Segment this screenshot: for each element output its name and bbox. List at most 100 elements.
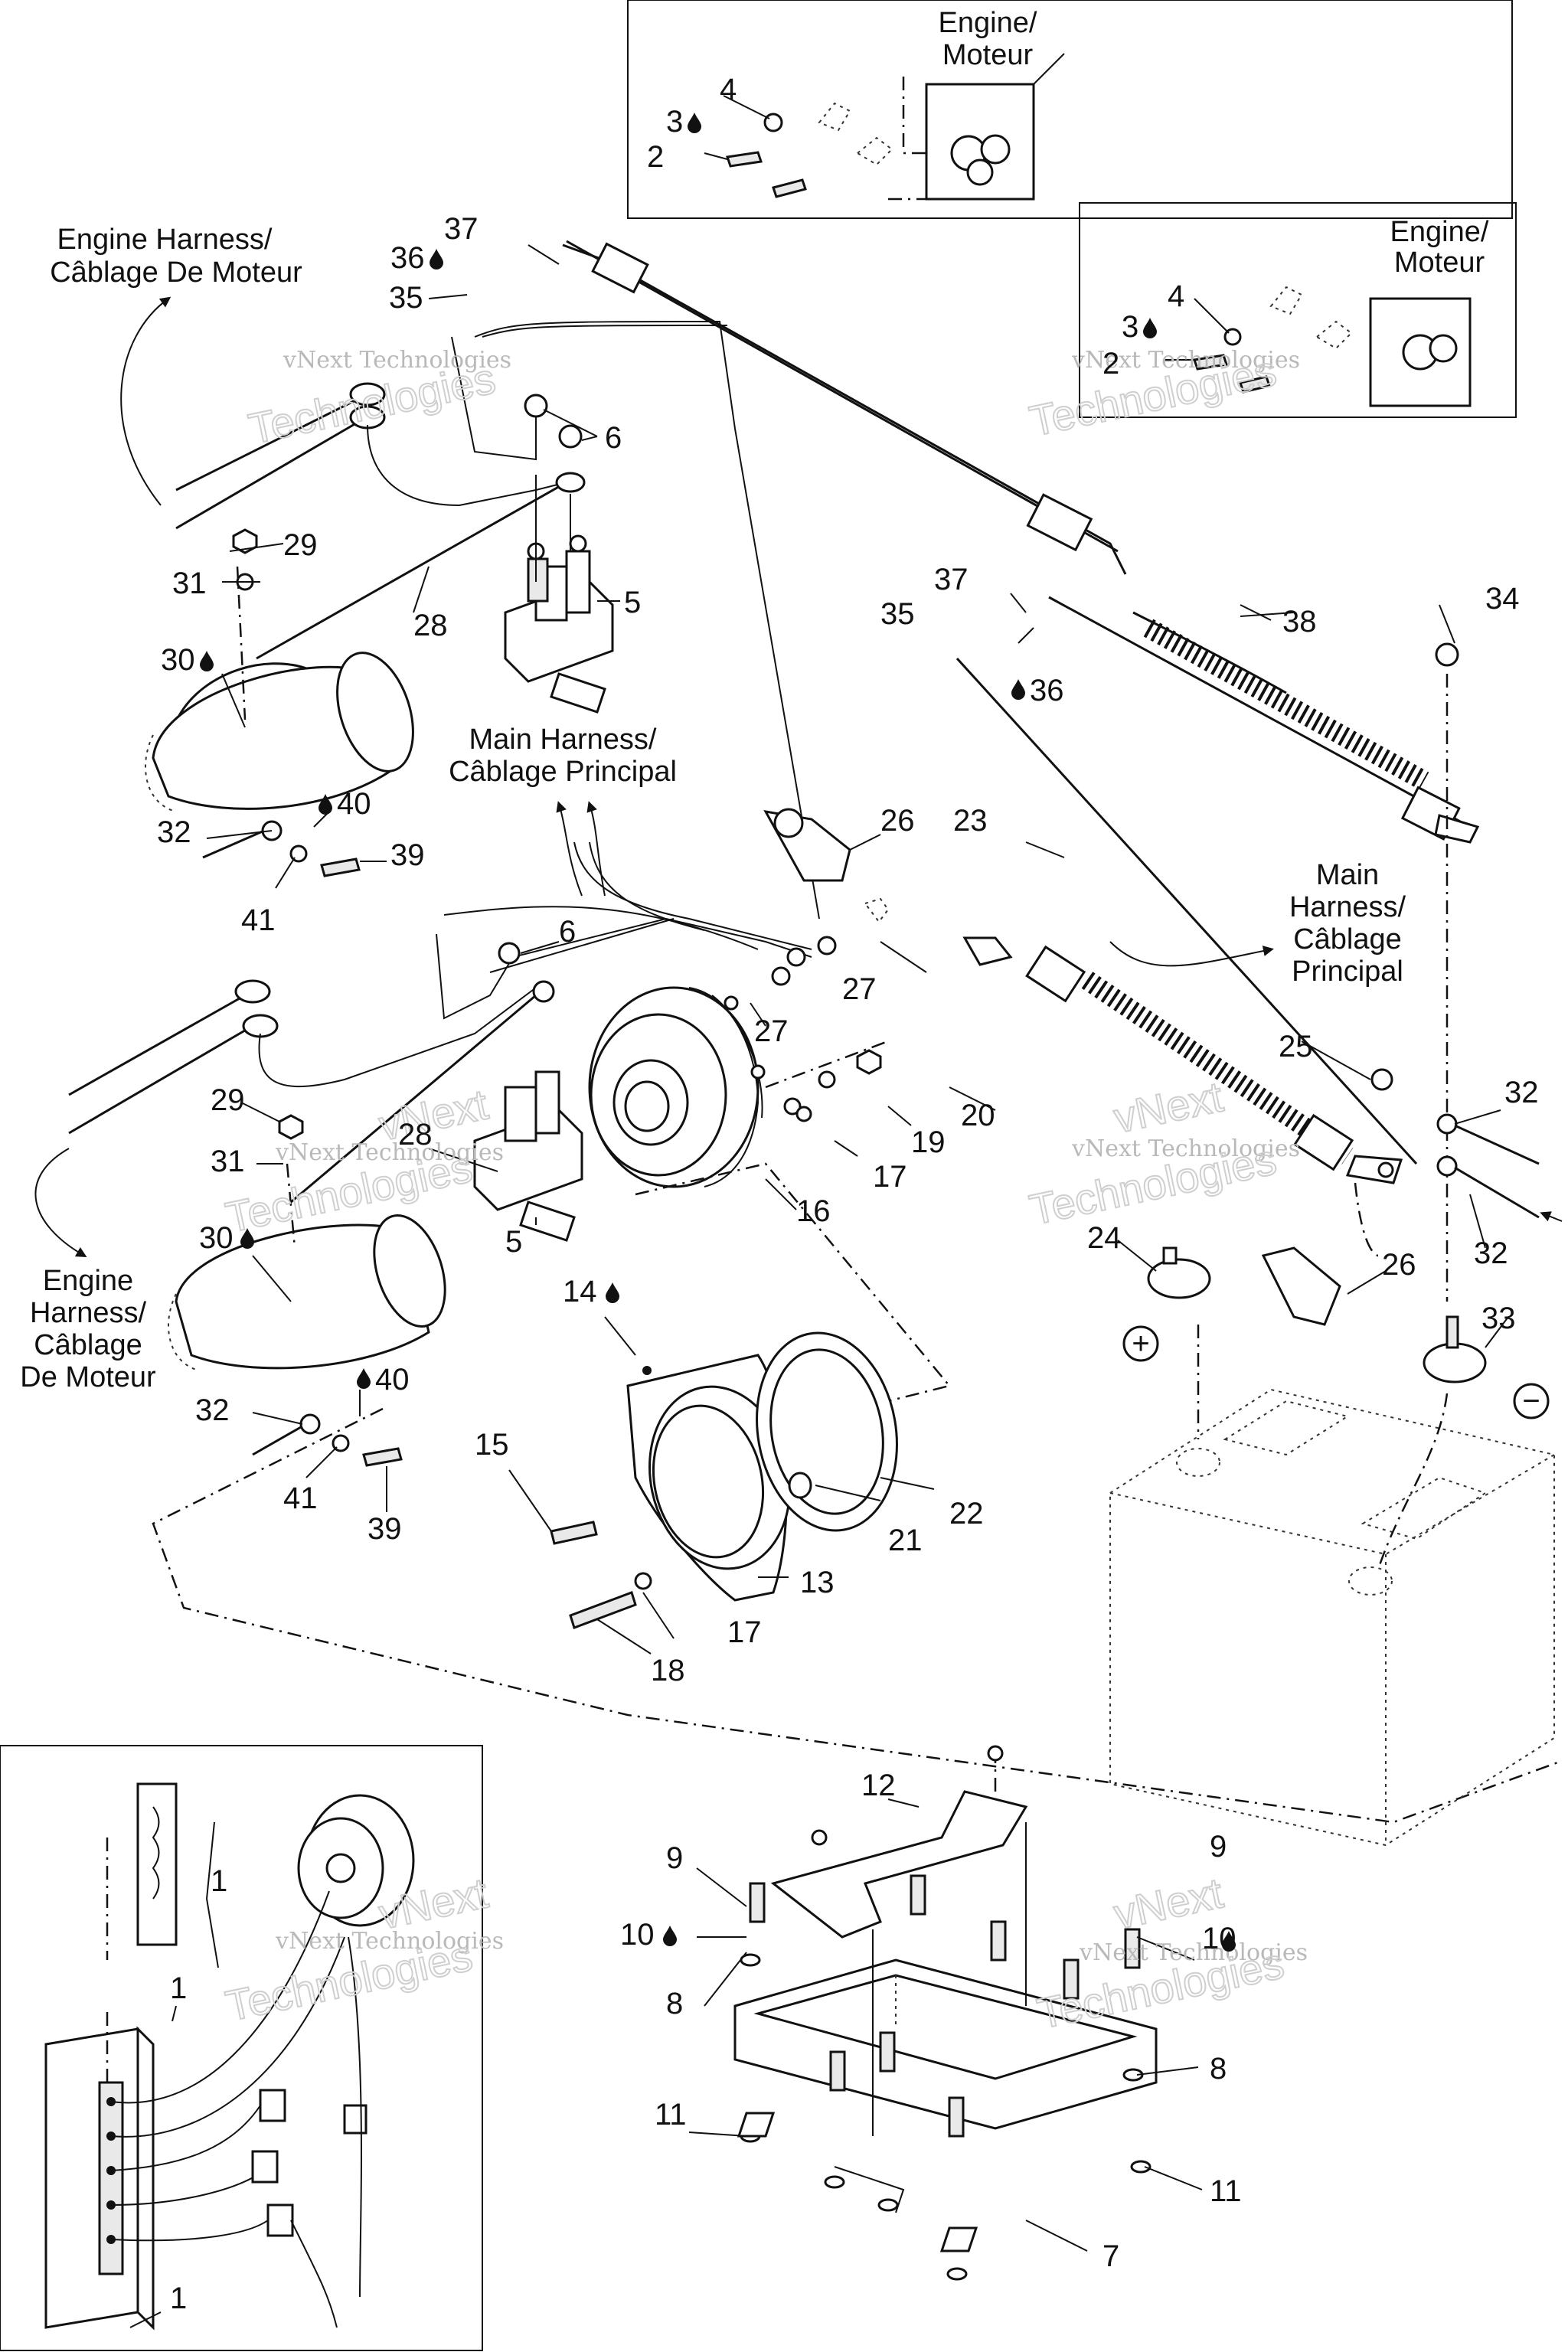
liquid-drop-icon <box>688 113 701 133</box>
callout-8: 8 <box>1210 2052 1227 2086</box>
callout-37: 37 <box>934 563 969 596</box>
callout-16: 16 <box>796 1194 831 1228</box>
liquid-drop-icon <box>430 249 443 270</box>
stator-cover-13 <box>626 1354 792 1602</box>
engine-label: Moteur <box>1394 247 1485 279</box>
watermark-text: vNext Technologies <box>1071 1135 1300 1162</box>
watermark-text: vNext Technologies <box>275 1139 504 1166</box>
screw-18 <box>569 1591 637 1629</box>
callout-2: 2 <box>647 140 664 174</box>
negative-terminal-33 <box>1423 1315 1487 1383</box>
callout-5: 5 <box>505 1225 522 1259</box>
positive-terminal-24 <box>1147 1246 1211 1299</box>
positive-sign: + <box>1132 1327 1149 1361</box>
callout-34: 34 <box>1485 582 1520 616</box>
engine-harness-label: De Moteur <box>20 1361 156 1393</box>
cable-28-bottom <box>290 994 537 1204</box>
callout-9: 9 <box>666 1841 683 1875</box>
battery-cable-38-assembly <box>562 240 1480 1257</box>
engine-harness-label: Engine <box>43 1265 133 1297</box>
main-harness-label: Principal <box>1292 956 1403 988</box>
liquid-drop-icon <box>606 1282 619 1303</box>
callout-32: 32 <box>195 1393 230 1427</box>
callout-29: 29 <box>283 528 318 562</box>
watermark-text: vNext Technologies <box>275 1928 504 1955</box>
watermark-text: vNext Technologies <box>1071 347 1300 374</box>
engine-harness-label: Câblage <box>34 1329 142 1361</box>
callout-1: 1 <box>170 1971 187 2005</box>
callouts: 4 3 2 4 3 2 37 36 35 6 29 31 5 28 30 40 … <box>157 73 1539 2315</box>
callout-25: 25 <box>1279 1030 1313 1063</box>
harness-wire-top-1 <box>175 397 361 492</box>
callout-6: 6 <box>605 421 622 455</box>
callout-5: 5 <box>624 586 641 619</box>
callout-29: 29 <box>211 1083 245 1117</box>
battery <box>1109 1388 1555 1847</box>
screw-2-inset-top <box>726 151 763 168</box>
callout-27: 27 <box>754 1014 789 1048</box>
battery-tray-7 <box>733 1958 1158 2130</box>
hold-down-12 <box>770 1790 1028 1939</box>
callout-11: 11 <box>655 2098 687 2132</box>
engine-label: Engine/ <box>939 7 1037 39</box>
negative-symbol <box>1513 1383 1550 1419</box>
callout-41: 41 <box>283 1481 318 1515</box>
callout-17: 17 <box>873 1160 907 1194</box>
callout-41: 41 <box>241 903 276 937</box>
callout-11: 11 <box>1210 2174 1242 2208</box>
callout-33: 33 <box>1481 1302 1516 1335</box>
watermark-text: vNext <box>1109 1072 1227 1142</box>
callout-40: 40 <box>375 1363 410 1396</box>
callout-21: 21 <box>888 1524 923 1557</box>
callout-3: 3 <box>1122 310 1138 344</box>
callout-40: 40 <box>337 787 371 821</box>
callout-31: 31 <box>172 567 207 600</box>
engine-label: Engine/ <box>1390 216 1489 248</box>
liquid-drop-icon <box>200 651 214 671</box>
callout-6: 6 <box>559 915 576 949</box>
main-harness-label: Câblage <box>1293 923 1402 956</box>
callout-32: 32 <box>1474 1236 1508 1270</box>
liquid-drop-icon <box>663 1926 677 1946</box>
callout-37: 37 <box>444 212 479 246</box>
solenoid-5-top <box>504 534 614 714</box>
leader-lines <box>129 95 1509 2328</box>
callout-17: 17 <box>727 1615 762 1649</box>
callout-13: 13 <box>800 1566 835 1599</box>
starter-30-top <box>145 652 414 812</box>
engine-harness-label: Engine Harness/ <box>57 224 273 256</box>
callout-30: 30 <box>161 643 195 677</box>
callout-4: 4 <box>720 73 737 106</box>
callout-28: 28 <box>398 1118 433 1152</box>
callout-38: 38 <box>1282 605 1317 639</box>
liquid-drop-icon <box>1011 679 1025 700</box>
callout-35: 35 <box>880 597 915 631</box>
washer-4-inset-top <box>763 113 783 132</box>
main-harness-label: Harness/ <box>1289 891 1406 923</box>
harness-wire-top-2 <box>175 420 361 530</box>
callout-15: 15 <box>475 1428 509 1462</box>
engine-harness-label: Harness/ <box>30 1297 146 1329</box>
callout-22: 22 <box>949 1497 984 1530</box>
liquid-drop-icon <box>1143 318 1157 338</box>
callout-14: 14 <box>563 1275 597 1308</box>
callout-32: 32 <box>157 815 191 849</box>
fuse-block-inset <box>0 1745 483 2351</box>
engine-inset-top <box>627 0 1513 219</box>
callout-3: 3 <box>666 105 683 139</box>
callout-28: 28 <box>413 609 448 642</box>
watermark-text: vNext Technologies <box>1079 1939 1308 1966</box>
callout-24: 24 <box>1087 1221 1122 1255</box>
negative-sign: − <box>1522 1384 1540 1418</box>
callout-20: 20 <box>961 1099 995 1132</box>
callout-18: 18 <box>651 1654 685 1687</box>
callout-9: 9 <box>1210 1830 1227 1864</box>
callout-19: 19 <box>911 1125 946 1159</box>
cable-28-top <box>256 481 567 660</box>
positive-symbol <box>1122 1325 1159 1362</box>
spacer-21 <box>788 1472 812 1499</box>
engine-inset-right <box>1079 202 1517 418</box>
callout-1: 1 <box>170 2282 187 2315</box>
engine-harness-label: Câblage De Moteur <box>50 256 302 289</box>
